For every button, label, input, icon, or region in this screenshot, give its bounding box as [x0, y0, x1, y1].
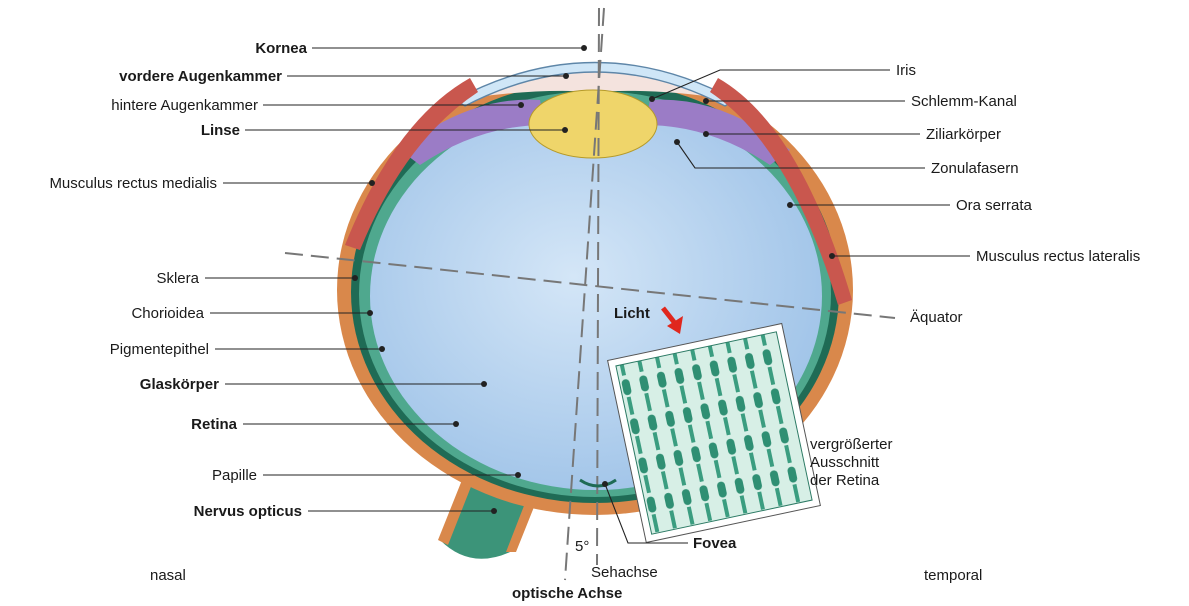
label-glaskoerper: Glaskörper — [140, 376, 219, 393]
label-aequator: Äquator — [910, 309, 963, 326]
label-iris: Iris — [896, 62, 916, 79]
lens — [529, 90, 657, 158]
label-nervus-opticus: Nervus opticus — [194, 503, 302, 520]
label-musculus-rectus-lateralis: Musculus rectus lateralis — [976, 248, 1140, 265]
label-sklera: Sklera — [156, 270, 199, 287]
label-temporal: temporal — [924, 567, 982, 584]
label-papille: Papille — [212, 467, 257, 484]
label-kornea: Kornea — [255, 40, 307, 57]
label-nasal: nasal — [150, 567, 186, 584]
label-chorioidea: Chorioidea — [131, 305, 204, 322]
label-vordere-augenkammer: vordere Augenkammer — [119, 68, 282, 85]
retina-inset — [608, 324, 821, 543]
label-sehachse: Sehachse — [591, 564, 658, 581]
label-fovea: Fovea — [693, 535, 737, 552]
label-zonulafasern: Zonulafasern — [931, 160, 1019, 177]
inset-caption-line2: Ausschnitt — [810, 454, 880, 471]
label-pigmentepithel: Pigmentepithel — [110, 341, 209, 358]
label-angle: 5° — [575, 538, 589, 555]
inset-caption-line1: vergrößerter — [810, 436, 893, 453]
inset-caption-line3: der Retina — [810, 472, 880, 489]
label-schlemm-kanal: Schlemm-Kanal — [911, 93, 1017, 110]
label-hintere-augenkammer: hintere Augenkammer — [111, 97, 258, 114]
label-linse: Linse — [201, 122, 240, 139]
label-retina: Retina — [191, 416, 238, 433]
label-licht: Licht — [614, 305, 650, 322]
label-musculus-rectus-medialis: Musculus rectus medialis — [49, 175, 217, 192]
label-optische-achse: optische Achse — [512, 585, 622, 602]
label-ora-serrata: Ora serrata — [956, 197, 1033, 214]
label-ziliarkoerper: Ziliarkörper — [926, 126, 1001, 143]
